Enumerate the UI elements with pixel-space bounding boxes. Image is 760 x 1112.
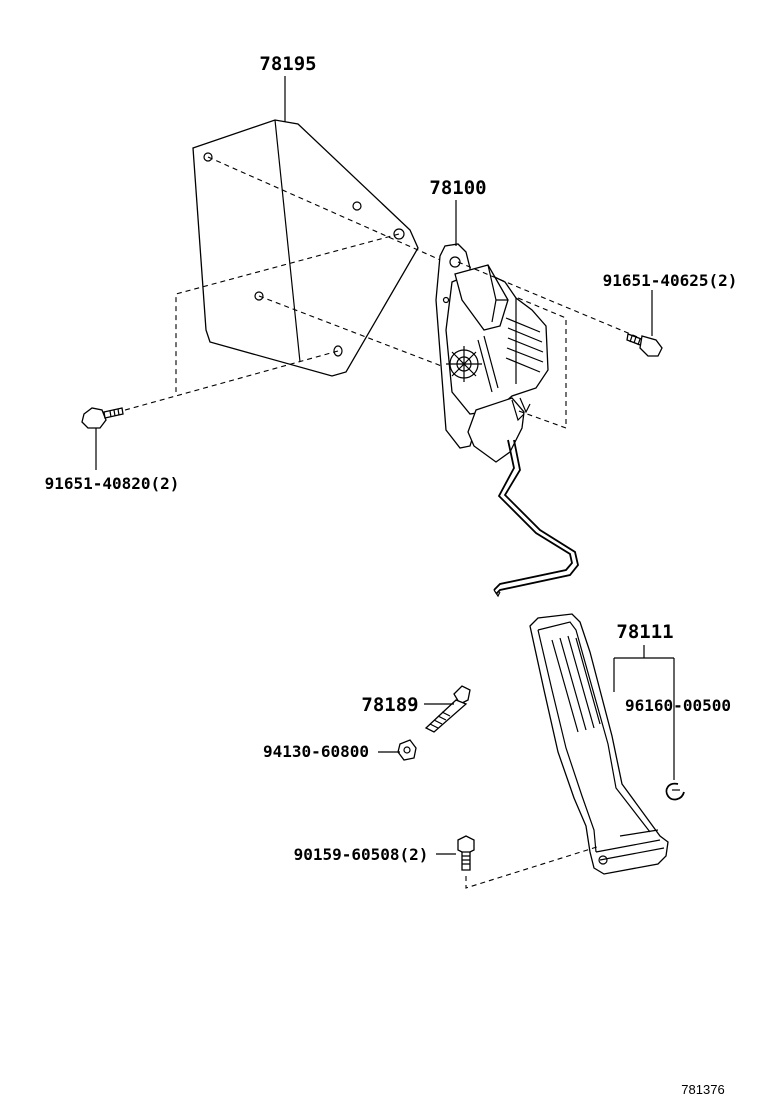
- bolt-91651-40625[interactable]: [626, 333, 663, 357]
- label-90159-60508: 90159-60508(2): [294, 845, 429, 864]
- leader-lines: [95, 76, 675, 855]
- label-78100: 78100: [429, 177, 486, 199]
- pedal-bolt-alignment-line: [465, 845, 601, 889]
- bracket-alignment-lines: [117, 156, 453, 413]
- stud-bolt-78189[interactable]: [424, 685, 471, 733]
- diagram-reference-number: 781376: [681, 1082, 724, 1097]
- bolt-91651-40820[interactable]: [81, 407, 124, 429]
- label-78111: 78111: [616, 621, 673, 643]
- label-94130-60800: 94130-60800: [263, 742, 369, 761]
- bracket-plate-78195[interactable]: [192, 119, 419, 377]
- pedal-sensor-assembly-78100[interactable]: [435, 243, 579, 598]
- nut-94130-60800[interactable]: [397, 739, 417, 761]
- label-78195: 78195: [259, 53, 316, 75]
- label-78189: 78189: [361, 694, 418, 716]
- pedal-pad-78111[interactable]: [529, 613, 669, 875]
- label-91651-40820: 91651-40820(2): [45, 474, 180, 493]
- clip-96160-00500[interactable]: [665, 782, 685, 801]
- label-96160-00500: 96160-00500: [625, 696, 731, 715]
- label-91651-40625: 91651-40625(2): [603, 271, 738, 290]
- sensor-alignment-lines: [457, 261, 641, 429]
- bolt-90159-60508[interactable]: [457, 835, 475, 871]
